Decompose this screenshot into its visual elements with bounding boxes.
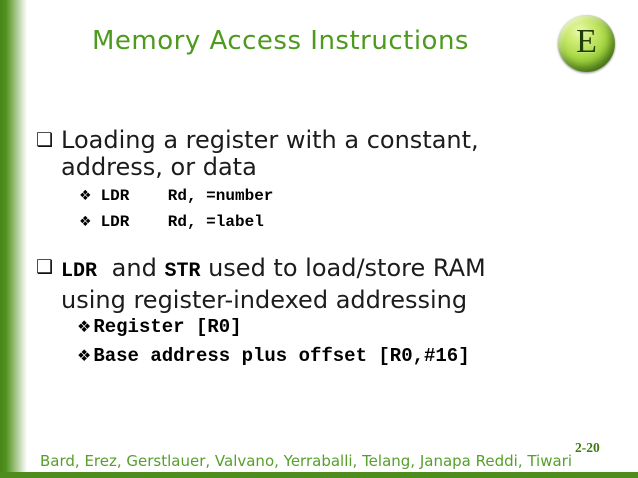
- bullet-text: LDR and STR used to load/store RAM using…: [61, 254, 486, 314]
- logo-globe-icon: E: [558, 15, 615, 72]
- plain-text: used to load/store RAM: [200, 254, 486, 282]
- code-text: Register [R0]: [93, 316, 242, 338]
- bottom-accent-bar: [0, 472, 638, 478]
- code-ldr: LDR: [61, 260, 98, 283]
- diamond-bullet-icon: ❖: [79, 188, 92, 204]
- sub-bullet-ldr-label: ❖ LDR Rd, =label: [79, 213, 264, 231]
- slide-title: Memory Access Instructions: [92, 26, 469, 56]
- left-accent-bar: [0, 0, 30, 478]
- sub-bullet-register: ❖ Register [R0]: [77, 316, 242, 338]
- sub-bullet-ldr-number: ❖ LDR Rd, =number: [79, 187, 273, 205]
- code-text: Base address plus offset [R0,#16]: [93, 345, 470, 367]
- bullet-item-ldr-str: ❑ LDR and STR used to load/store RAM usi…: [36, 254, 486, 314]
- page-number: 2-20: [575, 440, 600, 455]
- code-text: LDR Rd, =number: [100, 187, 274, 205]
- sub-bullet-base-offset: ❖ Base address plus offset [R0,#16]: [77, 345, 470, 367]
- logo-letter: E: [576, 23, 597, 60]
- footer-authors: Bard, Erez, Gerstlauer, Valvano, Yerraba…: [40, 452, 573, 470]
- bullet-line: Loading a register with a constant,: [61, 126, 479, 154]
- bullet-line: using register-indexed addressing: [61, 286, 468, 314]
- code-str: STR: [164, 260, 201, 283]
- diamond-bullet-icon: ❖: [79, 214, 92, 230]
- diamond-bullet-icon: ❖: [77, 346, 92, 365]
- bullet-line: LDR and STR used to load/store RAM: [61, 254, 486, 286]
- code-text: LDR Rd, =label: [100, 213, 264, 231]
- bullet-line: address, or data: [61, 153, 257, 181]
- square-bullet-icon: ❑: [36, 256, 54, 278]
- bullet-text: Loading a register with a constant, addr…: [61, 127, 479, 181]
- diamond-bullet-icon: ❖: [77, 317, 92, 336]
- bullet-item-loading-register: ❑ Loading a register with a constant, ad…: [36, 127, 479, 181]
- square-bullet-icon: ❑: [36, 129, 54, 151]
- plain-text: and: [104, 254, 165, 282]
